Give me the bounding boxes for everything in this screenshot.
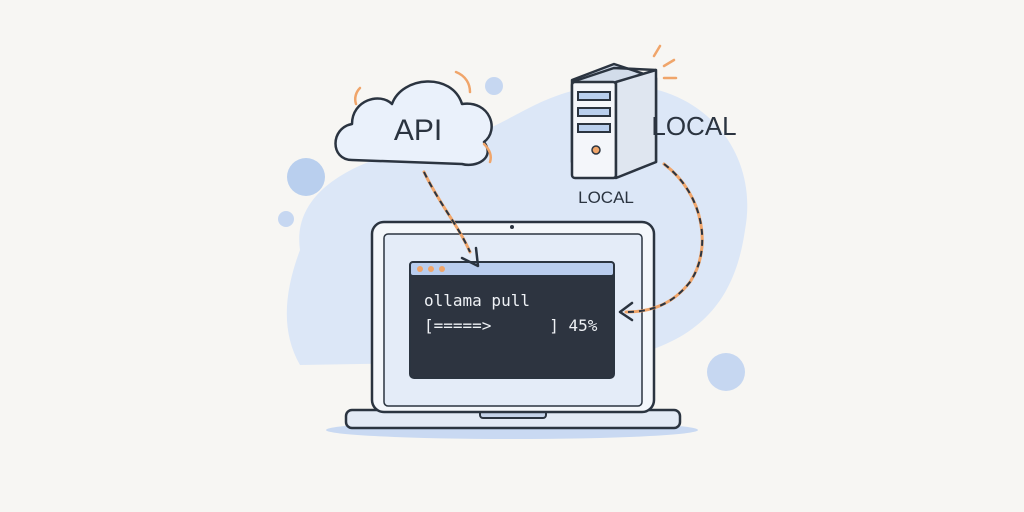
terminal-progress: [=====> ] 45% xyxy=(424,316,598,335)
arrow-api-to-terminal xyxy=(422,170,480,268)
terminal-window-icon xyxy=(409,261,615,379)
decor-dot-top xyxy=(485,77,503,95)
server-label-side: LOCAL xyxy=(651,111,736,141)
decor-dot-right xyxy=(707,353,745,391)
terminal-command: ollama pull xyxy=(424,291,530,310)
decor-dot-large-left xyxy=(287,158,325,196)
arrow-local-to-terminal xyxy=(618,162,704,322)
server-tower-icon xyxy=(570,44,678,180)
cloud-label: API xyxy=(394,114,442,147)
server-label-below: LOCAL xyxy=(578,188,634,207)
decor-dot-small-left xyxy=(278,211,294,227)
cloud-icon xyxy=(334,70,493,167)
